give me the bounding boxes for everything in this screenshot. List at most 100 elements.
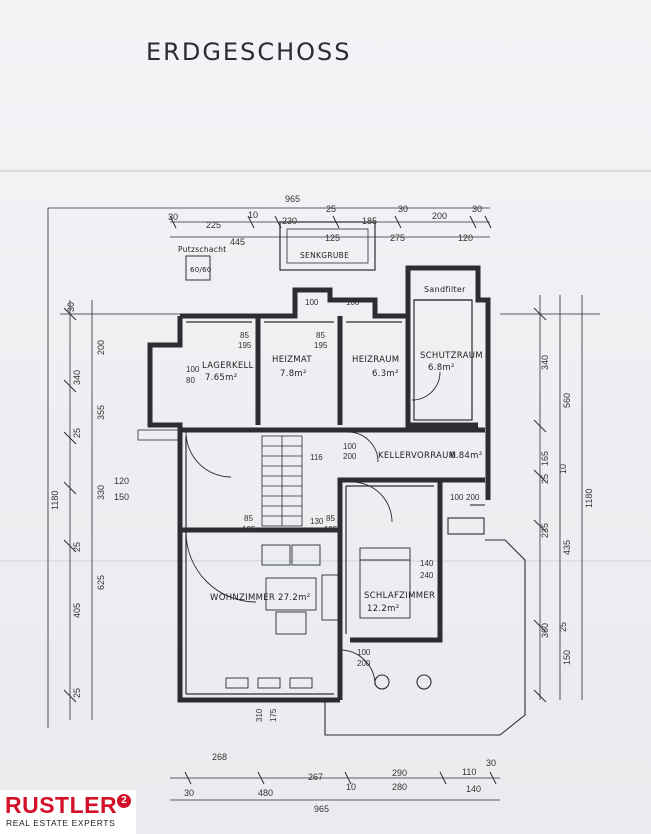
svg-text:195: 195 <box>238 341 252 350</box>
svg-text:85: 85 <box>326 514 335 523</box>
septic-tank-label: SENKGRUBE <box>300 251 349 260</box>
svg-text:30: 30 <box>168 212 178 222</box>
svg-text:560: 560 <box>562 393 572 408</box>
svg-text:10: 10 <box>346 782 356 792</box>
svg-text:330: 330 <box>96 485 106 500</box>
svg-text:200: 200 <box>343 452 357 461</box>
svg-text:140: 140 <box>420 559 434 568</box>
svg-text:230: 230 <box>282 216 297 226</box>
svg-text:25: 25 <box>558 622 568 632</box>
svg-text:310: 310 <box>255 708 264 722</box>
room-kellervorraum-label: KELLERVORRAUM <box>378 451 456 461</box>
svg-text:200: 200 <box>96 340 106 355</box>
room-heizmat-label: HEIZMAT <box>272 355 312 365</box>
svg-text:25: 25 <box>72 688 82 698</box>
svg-text:275: 275 <box>390 233 405 243</box>
svg-text:100: 100 <box>357 648 371 657</box>
brand-logo: RUSTLER 2 REAL ESTATE EXPERTS <box>0 790 136 834</box>
svg-text:1180: 1180 <box>584 489 594 508</box>
terrace-outline <box>324 504 526 736</box>
svg-text:130: 130 <box>310 517 324 526</box>
svg-text:340: 340 <box>540 355 550 370</box>
room-heizmat-area: 7.8m² <box>280 369 307 379</box>
svg-text:200: 200 <box>466 493 480 502</box>
plan-title: ERDGESCHOSS <box>146 38 352 66</box>
svg-text:85: 85 <box>240 331 249 340</box>
room-heizraum-area: 6.3m² <box>372 369 399 379</box>
brand-badge-icon: 2 <box>117 794 131 808</box>
svg-text:340: 340 <box>72 370 82 385</box>
svg-text:116: 116 <box>310 453 323 462</box>
cleanout-shaft-size: 60/60 <box>190 266 212 274</box>
svg-text:185: 185 <box>362 216 377 226</box>
svg-text:200: 200 <box>432 211 447 221</box>
svg-text:120: 120 <box>458 233 473 243</box>
walls <box>147 265 491 703</box>
svg-text:85: 85 <box>316 331 325 340</box>
svg-text:355: 355 <box>96 405 106 420</box>
dim-top-total: 965 <box>285 194 300 204</box>
svg-text:25: 25 <box>326 204 336 214</box>
svg-text:30: 30 <box>398 204 408 214</box>
dim-left-total: 1180 <box>50 491 60 510</box>
staircase <box>261 435 303 527</box>
svg-text:125: 125 <box>325 233 340 243</box>
svg-text:480: 480 <box>258 788 273 798</box>
room-lagerkeller-area: 7.65m² <box>205 373 237 383</box>
brand-name: RUSTLER <box>5 792 118 818</box>
dim-bottom-total: 965 <box>314 804 329 814</box>
svg-text:175: 175 <box>269 708 278 722</box>
svg-text:110: 110 <box>462 767 476 777</box>
room-schlafzimmer-area: 12.2m² <box>367 604 399 614</box>
svg-text:195: 195 <box>242 525 256 534</box>
svg-text:25: 25 <box>540 474 550 484</box>
room-heizraum-label: HEIZRAUM <box>352 355 399 365</box>
brand-tagline: REAL ESTATE EXPERTS <box>6 818 116 828</box>
svg-text:290: 290 <box>392 768 407 778</box>
svg-text:30: 30 <box>66 302 76 312</box>
svg-text:10: 10 <box>248 210 258 220</box>
svg-text:360: 360 <box>540 623 550 638</box>
svg-text:140: 140 <box>466 784 481 794</box>
svg-text:150: 150 <box>562 650 572 665</box>
svg-text:100: 100 <box>450 493 464 502</box>
room-kellervorraum-area: 6.84m² <box>450 451 482 461</box>
svg-text:100: 100 <box>346 298 360 307</box>
svg-text:10: 10 <box>558 464 568 474</box>
room-lagerkeller-label: LAGERKELL <box>202 361 254 371</box>
furniture <box>225 544 411 689</box>
svg-text:25: 25 <box>72 542 82 552</box>
cleanout-shaft <box>185 255 211 281</box>
room-wohnzimmer-label: WOHNZIMMER <box>210 593 275 603</box>
svg-text:445: 445 <box>230 237 245 247</box>
svg-text:625: 625 <box>96 575 106 590</box>
svg-text:225: 225 <box>206 220 221 230</box>
svg-text:30: 30 <box>486 758 496 768</box>
svg-text:405: 405 <box>72 603 82 618</box>
svg-text:100: 100 <box>186 365 200 374</box>
svg-text:267: 267 <box>308 772 323 782</box>
septic-tank-outline <box>279 221 376 271</box>
svg-text:195: 195 <box>324 525 338 534</box>
svg-text:240: 240 <box>420 571 434 580</box>
room-wohnzimmer-area: 27.2m² <box>278 593 310 603</box>
svg-text:100: 100 <box>343 442 357 451</box>
room-schutzraum-area: 6.8m² <box>428 363 455 373</box>
svg-text:100: 100 <box>305 298 319 307</box>
svg-text:30: 30 <box>472 204 482 214</box>
svg-text:268: 268 <box>212 752 227 762</box>
paper-fold-line <box>0 170 651 172</box>
paper-fold-line <box>0 560 651 562</box>
svg-text:200: 200 <box>357 659 371 668</box>
svg-text:80: 80 <box>186 376 195 385</box>
svg-text:435: 435 <box>562 540 572 555</box>
sand-filter-label: Sandfilter <box>424 285 466 294</box>
svg-text:235: 235 <box>540 523 550 538</box>
room-schlafzimmer-label: SCHLAFZIMMER <box>364 591 435 601</box>
svg-text:120: 120 <box>114 476 129 486</box>
svg-text:165: 165 <box>540 451 550 466</box>
svg-text:150: 150 <box>114 492 129 502</box>
svg-text:30: 30 <box>184 788 194 798</box>
